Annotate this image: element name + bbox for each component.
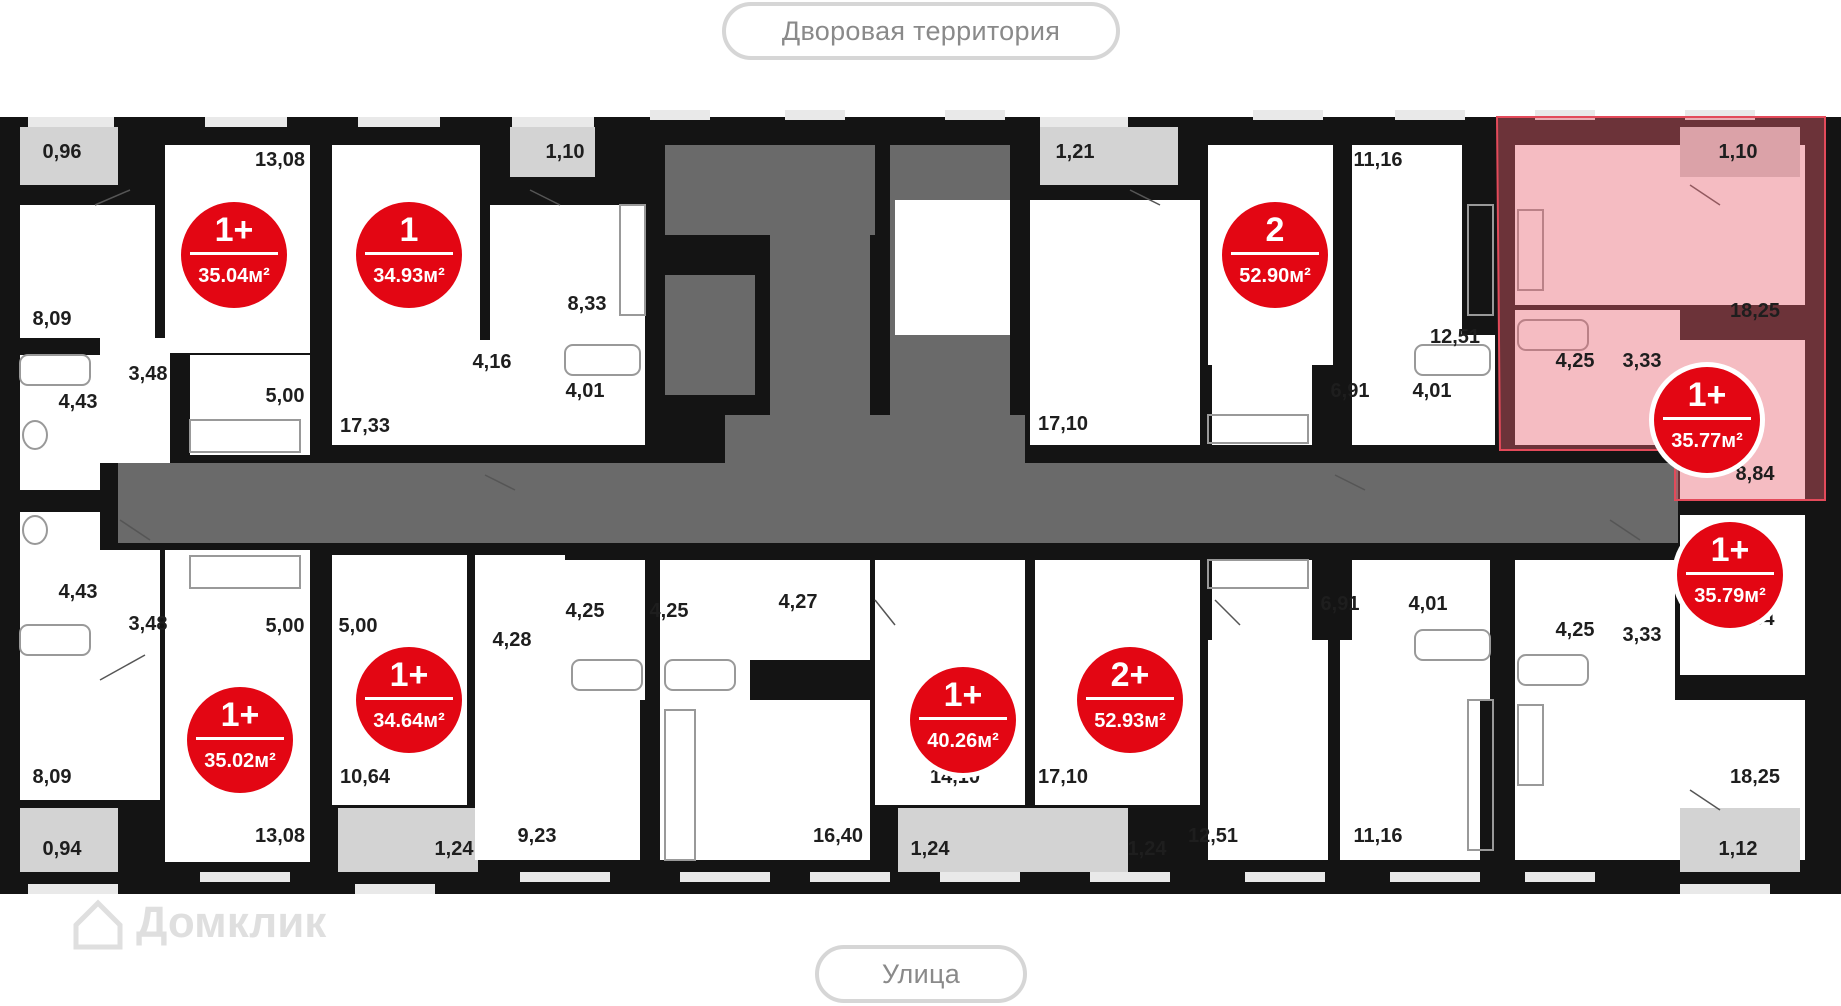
- apartment-badge[interactable]: 1 34.93м²: [351, 197, 467, 313]
- room-area-label: 18,25: [1730, 300, 1780, 322]
- domclick-watermark: Домклик: [70, 888, 400, 958]
- apartment-type: 1+: [1688, 376, 1727, 414]
- room-area-label: 8,09: [33, 766, 72, 788]
- room-area-label: 8,33: [568, 293, 607, 315]
- apartment-badge[interactable]: 1+ 34.64м²: [351, 642, 467, 758]
- room-area-label: 8,09: [33, 308, 72, 330]
- room-area-label: 4,27: [779, 591, 818, 613]
- room-area-label: 18,25: [1730, 766, 1780, 788]
- watermark-text: Домклик: [136, 898, 327, 947]
- apartment-type: 1+: [215, 211, 254, 249]
- room-area-label: 0,96: [43, 141, 82, 163]
- room-area-label: 10,64: [340, 766, 391, 788]
- apartment-area: 35.79м²: [1694, 585, 1766, 607]
- room-area-label: 3,48: [129, 613, 168, 635]
- room-area-label: 4,43: [59, 391, 98, 413]
- apartment-type: 1+: [944, 676, 983, 714]
- apartment-badge[interactable]: 2+ 52.93м²: [1072, 642, 1188, 758]
- apartment-badge[interactable]: 1+ 40.26м²: [905, 662, 1021, 778]
- room-area-label: 17,33: [340, 415, 390, 437]
- apartment-badge[interactable]: 1+ 35.77м²: [1649, 362, 1765, 478]
- room-area-label: 16,40: [813, 825, 863, 847]
- room-area-label: 9,23: [518, 825, 557, 847]
- room-area-label: 12,51: [1188, 825, 1238, 847]
- room-area-label: 3,33: [1623, 624, 1662, 646]
- room-area-label: 1,21: [1056, 141, 1095, 163]
- room-area-label: 13,08: [255, 825, 305, 847]
- room-area-label: 11,16: [1354, 825, 1403, 847]
- house-logo-icon: [73, 899, 123, 950]
- room-area-label: 4,01: [1413, 380, 1452, 402]
- room-area-label: 12,51: [1430, 326, 1480, 348]
- room-area-label: 4,01: [1409, 593, 1448, 615]
- room-area-label: 4,25: [1556, 619, 1595, 641]
- room-area-label: 4,25: [566, 600, 605, 622]
- apartment-area: 34.93м²: [373, 265, 445, 287]
- apartment-badge[interactable]: 1+ 35.04м²: [176, 197, 292, 313]
- room-area-label: 3,48: [129, 363, 168, 385]
- apartment-type: 2+: [1111, 656, 1150, 694]
- room-area-label: 6,91: [1321, 593, 1360, 615]
- apartment-type: 2: [1266, 211, 1285, 249]
- room-area-label: 5,00: [266, 615, 305, 637]
- apartment-area: 35.02м²: [204, 750, 276, 772]
- apartment-area: 35.77м²: [1671, 430, 1743, 452]
- room-area-label: 1,24: [435, 838, 475, 860]
- room-area-label: 11,16: [1354, 149, 1403, 171]
- room-area-label: 0,94: [43, 838, 83, 860]
- apartment-area: 52.90м²: [1239, 265, 1311, 287]
- room-area-label: 1,24: [911, 838, 951, 860]
- room-area-label: 1,10: [546, 141, 585, 163]
- room-area-label: 1,24: [1128, 838, 1168, 860]
- apartment-area: 34.64м²: [373, 710, 445, 732]
- room-area-label: 4,25: [650, 600, 689, 622]
- apartment-badge[interactable]: 1+ 35.02м²: [182, 682, 298, 798]
- room-area-label: 1,12: [1719, 838, 1758, 860]
- room-area-label: 5,00: [266, 385, 305, 407]
- apartment-type: 1+: [221, 696, 260, 734]
- apartment-area: 52.93м²: [1094, 710, 1166, 732]
- room-area-label: 4,28: [493, 629, 532, 651]
- room-area-label: 5,00: [339, 615, 378, 637]
- apartment-badge[interactable]: 1+ 35.79м²: [1672, 517, 1788, 633]
- apartment-type: 1+: [1711, 531, 1750, 569]
- apartment-type: 1+: [390, 656, 429, 694]
- room-area-label: 17,10: [1038, 413, 1088, 435]
- room-area-label: 4,01: [566, 380, 605, 402]
- room-area-label: 6,91: [1331, 380, 1370, 402]
- apartment-badge[interactable]: 2 52.90м²: [1217, 197, 1333, 313]
- apartment-type: 1: [400, 211, 419, 249]
- apartment-area: 40.26м²: [927, 730, 999, 752]
- apartment-area: 35.04м²: [198, 265, 270, 287]
- room-area-label: 1,10: [1719, 141, 1758, 163]
- room-area-label: 3,33: [1623, 350, 1662, 372]
- room-area-label: 8,84: [1736, 463, 1776, 485]
- room-area-label: 17,10: [1038, 766, 1088, 788]
- street-label: Улица: [815, 945, 1027, 1003]
- room-area-label: 4,25: [1556, 350, 1595, 372]
- room-area-label: 13,08: [255, 149, 305, 171]
- room-area-label: 4,43: [59, 581, 98, 603]
- courtyard-label: Дворовая территория: [722, 2, 1120, 60]
- room-area-label: 4,16: [473, 351, 512, 373]
